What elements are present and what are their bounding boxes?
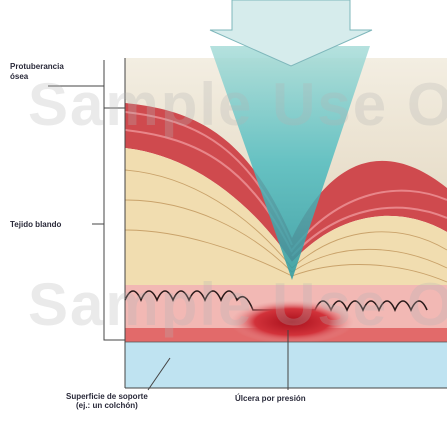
watermark: Sample Use Only [28, 270, 447, 339]
pressure-ulcer-label: Úlcera por presión [235, 394, 306, 403]
support-surface-label: Superficie de soporte [66, 392, 148, 401]
soft-tissue-label: Tejido blando [10, 220, 61, 229]
support-surface [125, 342, 447, 388]
support-surface-example-label: (ej.: un colchón) [76, 401, 138, 410]
bony-prominence-label: Protuberancia [10, 62, 64, 71]
bony-prominence-label: ósea [10, 72, 28, 81]
watermark: Sample Use Only [28, 70, 447, 139]
